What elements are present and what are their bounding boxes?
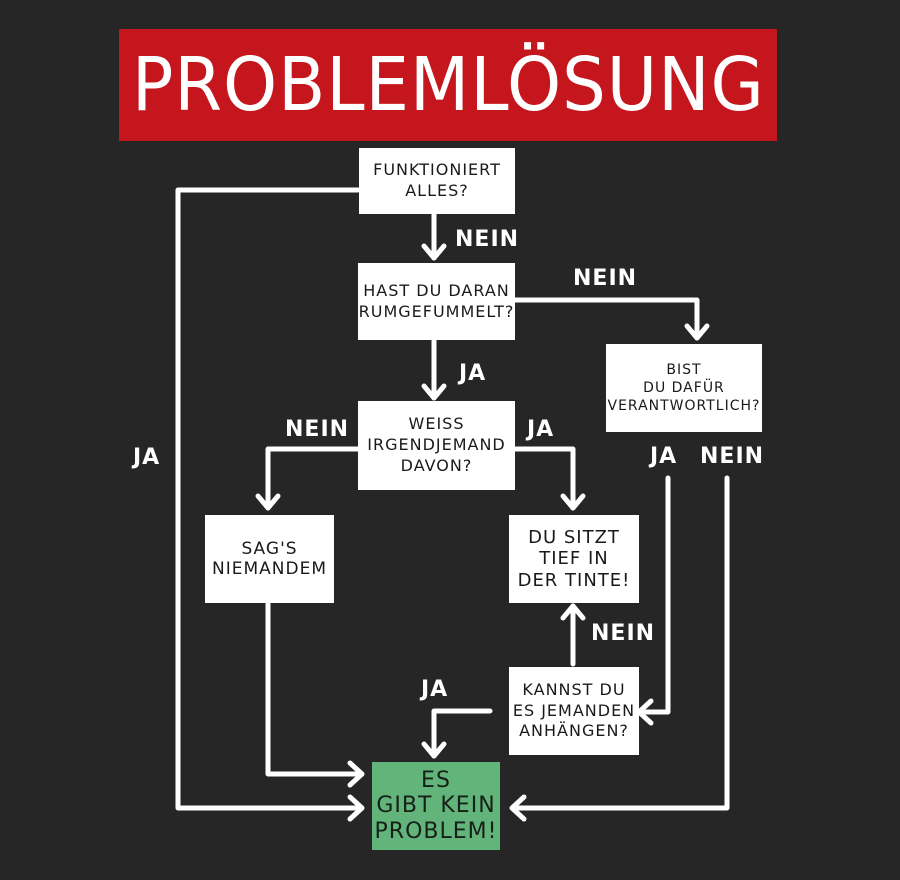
arrow-rumgefummelt-ja	[421, 337, 447, 401]
title-banner: PROBLEMLÖSUNG	[119, 29, 777, 141]
label-rumgefummelt-ja: JA	[459, 361, 487, 386]
node-text: FUNKTIONIERT ALLES?	[373, 160, 501, 200]
arrow-anhaengen-nein	[560, 603, 586, 667]
arrow-rumgefummelt-nein	[512, 297, 710, 341]
node-text: SAG'S NIEMANDEM	[212, 538, 327, 579]
node-tief-in-der-tinte: DU SITZT TIEF IN DER TINTE!	[509, 515, 639, 603]
arrow-verantwortlich-nein	[509, 475, 730, 822]
arrow-sags-to-kein-problem	[265, 601, 365, 788]
arrow-funktioniert-nein	[421, 210, 447, 261]
arrow-anhaengen-ja	[421, 708, 493, 759]
label-verantwortlich-nein: NEIN	[700, 444, 765, 469]
node-funktioniert-alles: FUNKTIONIERT ALLES?	[359, 148, 515, 214]
label-anhaengen-nein: NEIN	[591, 621, 656, 646]
label-funktioniert-ja: JA	[133, 445, 161, 470]
node-weiss-irgendjemand: WEISS IRGENDJEMAND DAVON?	[358, 401, 515, 490]
arrow-weiss-nein	[255, 446, 361, 511]
label-weiss-nein: NEIN	[285, 417, 350, 442]
label-weiss-ja: JA	[527, 417, 555, 442]
arrow-weiss-ja	[512, 446, 586, 511]
node-text: DU SITZT TIEF IN DER TINTE!	[517, 526, 631, 591]
label-rumgefummelt-nein: NEIN	[573, 266, 638, 291]
node-text: HAST DU DARAN RUMGEFUMMELT?	[358, 280, 515, 321]
arrow-verantwortlich-ja	[636, 475, 671, 726]
node-es-gibt-kein-problem: ES GIBT KEIN PROBLEM!	[372, 762, 500, 850]
label-anhaengen-ja: JA	[421, 677, 449, 702]
node-rumgefummelt: HAST DU DARAN RUMGEFUMMELT?	[358, 263, 515, 340]
node-verantwortlich: BIST DU DAFÜR VERANTWORTLICH?	[606, 344, 762, 432]
arrow-funktioniert-ja	[175, 187, 365, 822]
label-verantwortlich-ja: JA	[650, 444, 678, 469]
label-funktioniert-nein: NEIN	[455, 227, 520, 252]
node-text: WEISS IRGENDJEMAND DAVON?	[367, 414, 506, 475]
page-title: PROBLEMLÖSUNG	[131, 42, 765, 128]
node-jemanden-anhaengen: KANNST DU ES JEMANDEN ANHÄNGEN?	[509, 667, 639, 755]
node-text: ES GIBT KEIN PROBLEM!	[374, 768, 498, 844]
node-text: KANNST DU ES JEMANDEN ANHÄNGEN?	[512, 679, 636, 741]
node-text: BIST DU DAFÜR VERANTWORTLICH?	[607, 361, 761, 415]
node-sags-niemandem: SAG'S NIEMANDEM	[205, 515, 334, 603]
